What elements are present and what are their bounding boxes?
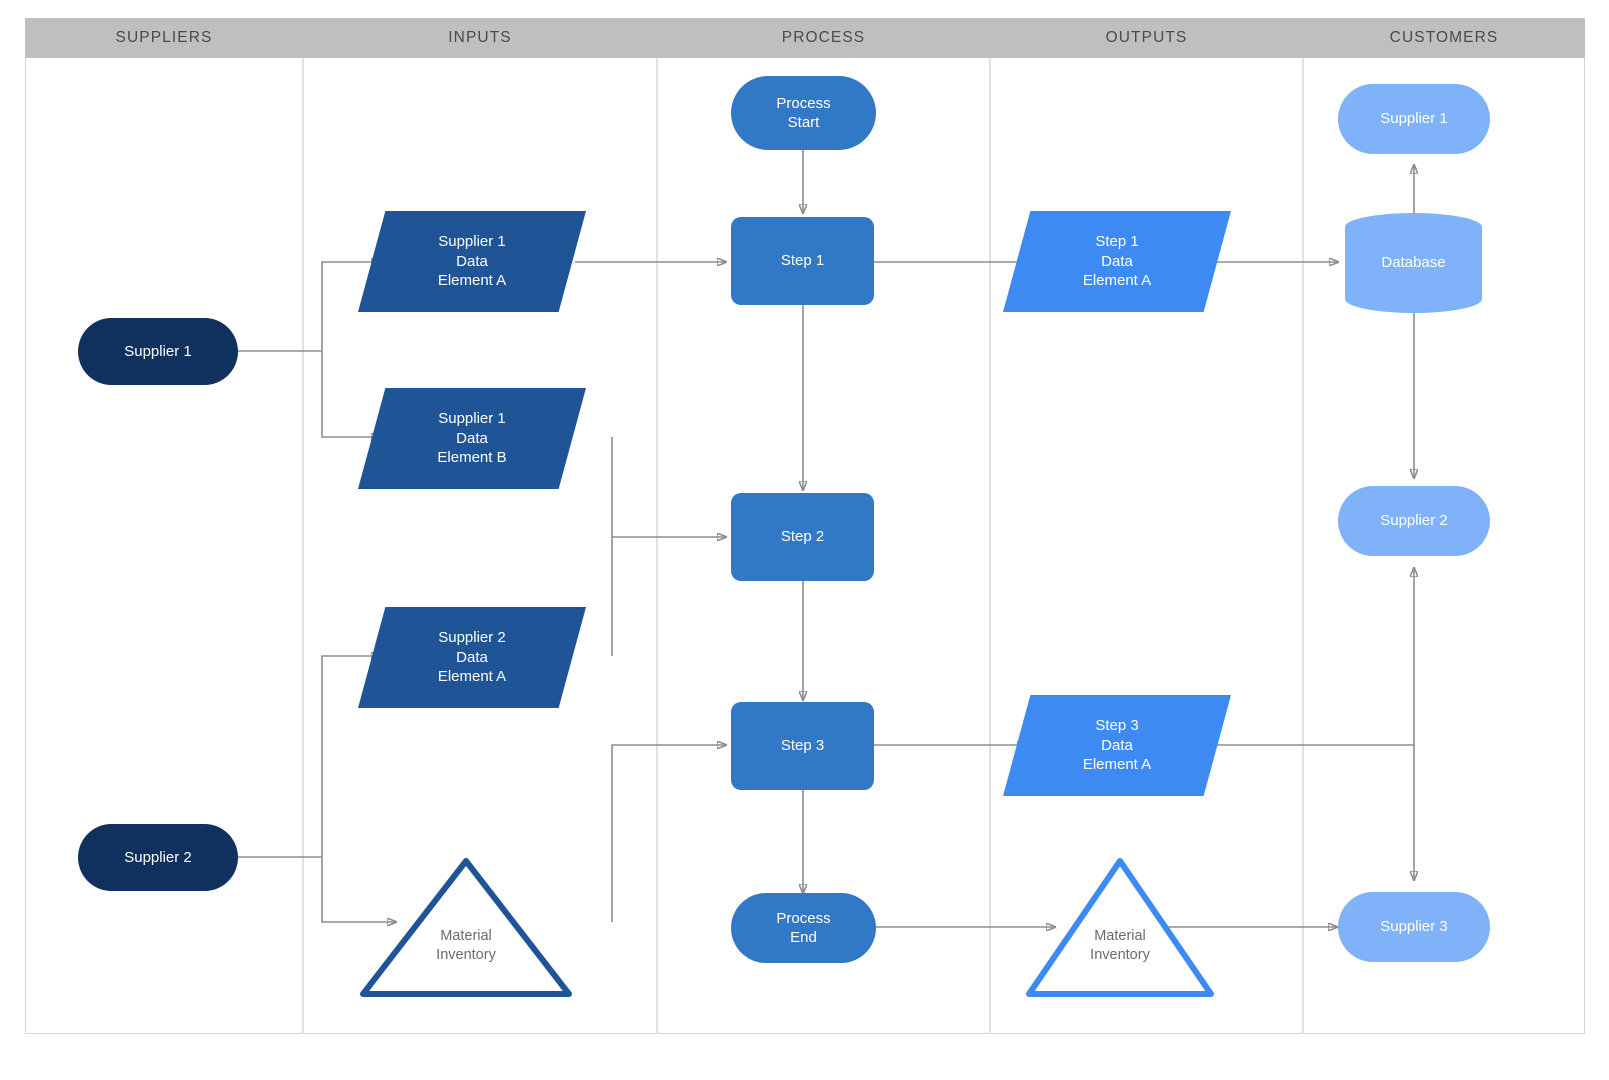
column-divider-4: [1302, 58, 1304, 1034]
node-output-material-inventory-label: Material Inventory: [1090, 928, 1150, 963]
column-header-customers: CUSTOMERS: [1389, 29, 1499, 46]
node-input-material-inventory-label: Material Inventory: [436, 928, 496, 963]
column-header-suppliers: SUPPLIERS: [115, 29, 213, 46]
node-step-2[interactable]: Step 2: [731, 493, 874, 581]
node-customer-supplier-2[interactable]: Supplier 2: [1338, 486, 1490, 556]
node-process-start[interactable]: Process Start: [731, 76, 876, 150]
node-supplier-2[interactable]: Supplier 2: [78, 824, 238, 891]
node-output-step1-data-element-a[interactable]: Step 1 Data Element A: [1003, 211, 1231, 312]
node-output-step3-data-element-a[interactable]: Step 3 Data Element A: [1003, 695, 1231, 796]
column-divider-1: [302, 58, 304, 1034]
node-input-supplier1-data-element-b[interactable]: Supplier 1 Data Element B: [358, 388, 586, 489]
node-input-supplier1-data-element-a[interactable]: Supplier 1 Data Element A: [358, 211, 586, 312]
node-customer-supplier-3[interactable]: Supplier 3: [1338, 892, 1490, 962]
column-divider-2: [656, 58, 658, 1034]
column-divider-3: [989, 58, 991, 1034]
node-step-1[interactable]: Step 1: [731, 217, 874, 305]
node-customer-supplier-1[interactable]: Supplier 1: [1338, 84, 1490, 154]
column-header-outputs: OUTPUTS: [1105, 29, 1188, 46]
column-header-band: [25, 18, 1585, 58]
node-supplier-1[interactable]: Supplier 1: [78, 318, 238, 385]
node-input-supplier2-data-element-a[interactable]: Supplier 2 Data Element A: [358, 607, 586, 708]
column-header-inputs: INPUTS: [448, 29, 512, 46]
column-header-process: PROCESS: [781, 29, 866, 46]
node-output-material-inventory[interactable]: Material Inventory: [1024, 855, 1216, 1000]
node-process-end[interactable]: Process End: [731, 893, 876, 963]
node-input-material-inventory[interactable]: Material Inventory: [358, 855, 574, 1000]
node-step-3[interactable]: Step 3: [731, 702, 874, 790]
node-customer-database[interactable]: Database: [1345, 213, 1482, 313]
